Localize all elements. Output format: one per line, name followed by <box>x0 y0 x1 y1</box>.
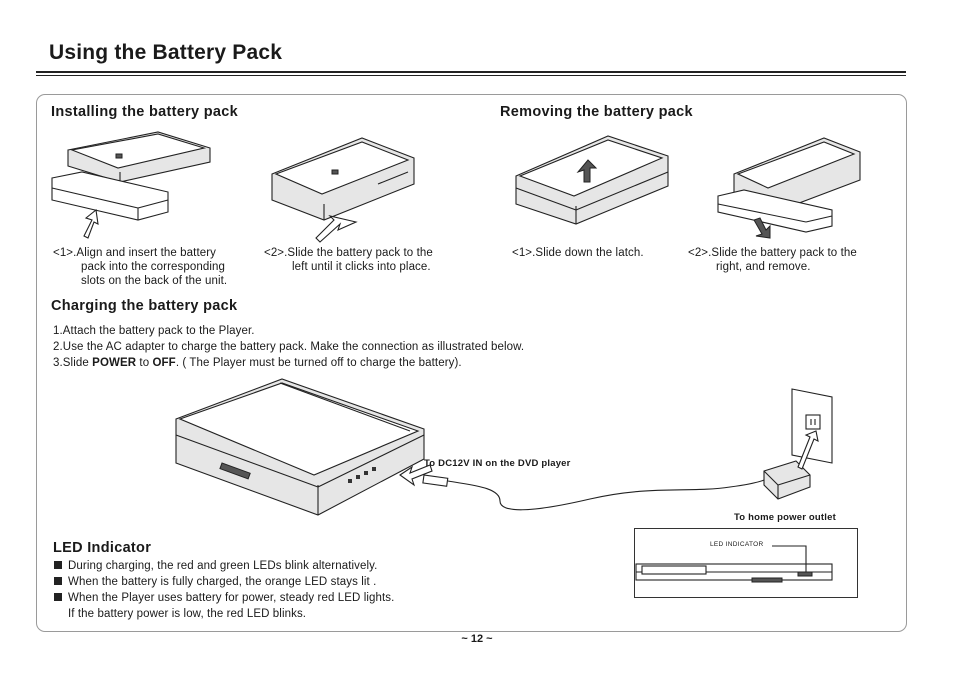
install-step2-line2: left until it clicks into place. <box>292 261 431 273</box>
led-bullet-1: During charging, the red and green LEDs … <box>54 558 614 574</box>
step3-to: to <box>136 357 153 369</box>
remove-step2-illustration <box>717 137 861 239</box>
page-number: ~ 12 ~ <box>461 633 493 645</box>
step3-suffix: . ( The Player must be turned off to cha… <box>175 357 462 369</box>
charging-step2: 2.Use the AC adapter to charge the batte… <box>53 341 525 353</box>
page-title: Using the Battery Pack <box>49 41 283 64</box>
remove-step2-caption: <2>.Slide the battery pack to the right,… <box>688 246 898 274</box>
led-bullet-1-text: During charging, the red and green LEDs … <box>68 560 378 572</box>
install-step1-illustration <box>51 131 211 239</box>
install-step2-caption: <2>.Slide the battery pack to the left u… <box>264 246 484 274</box>
led-bullet-2: When the battery is fully charged, the o… <box>54 574 614 590</box>
installing-heading: Installing the battery pack <box>51 104 238 120</box>
bullet-square-icon <box>54 561 62 569</box>
charging-illustration <box>175 378 833 516</box>
dc-in-label: To DC12V IN on the DVD player <box>424 458 571 469</box>
charging-steps: 1.Attach the battery pack to the Player.… <box>53 323 653 371</box>
led-bullet-3-cont: If the battery power is low, the red LED… <box>68 608 307 620</box>
remove-step1-line1: <1>.Slide down the latch. <box>512 247 644 259</box>
install-step1-line1: <1>.Align and insert the battery <box>53 247 217 259</box>
led-inset-illustration <box>635 545 833 583</box>
title-rule-thick <box>36 71 906 73</box>
led-bullet-3: When the Player uses battery for power, … <box>54 590 614 606</box>
bullet-square-icon <box>54 577 62 585</box>
install-step1-line3: slots on the back of the unit. <box>81 275 228 287</box>
step3-prefix: 3.Slide <box>53 357 93 369</box>
bullet-square-icon <box>54 593 62 601</box>
title-rule-thin <box>36 75 906 76</box>
install-step2-illustration <box>271 137 415 243</box>
led-inset-label: LED INDICATOR <box>710 541 764 548</box>
power-word: POWER <box>92 357 137 369</box>
charging-step1: 1.Attach the battery pack to the Player. <box>53 325 255 337</box>
remove-step1-caption: <1>.Slide down the latch. <box>512 246 682 260</box>
off-word: OFF <box>152 357 176 369</box>
led-bullet-2-text: When the battery is fully charged, the o… <box>68 576 377 588</box>
remove-step2-line2: right, and remove. <box>716 261 811 273</box>
content-panel <box>36 94 907 632</box>
install-step1-line2: pack into the corresponding <box>81 261 225 273</box>
install-step2-line1: <2>.Slide the battery pack to the <box>264 247 433 259</box>
led-bullet-3-text: When the Player uses battery for power, … <box>68 592 395 604</box>
outlet-label: To home power outlet <box>734 512 836 523</box>
led-bullets: During charging, the red and green LEDs … <box>54 558 614 622</box>
removing-heading: Removing the battery pack <box>500 104 693 120</box>
led-heading: LED Indicator <box>53 540 152 556</box>
led-inset-box <box>634 528 858 598</box>
remove-step1-illustration <box>515 135 669 225</box>
install-step1-caption: <1>.Align and insert the battery pack in… <box>53 246 253 288</box>
charging-step3: 3.Slide POWER to OFF. ( The Player must … <box>53 355 653 371</box>
charging-heading: Charging the battery pack <box>51 298 238 314</box>
remove-step2-line1: <2>.Slide the battery pack to the <box>688 247 857 259</box>
